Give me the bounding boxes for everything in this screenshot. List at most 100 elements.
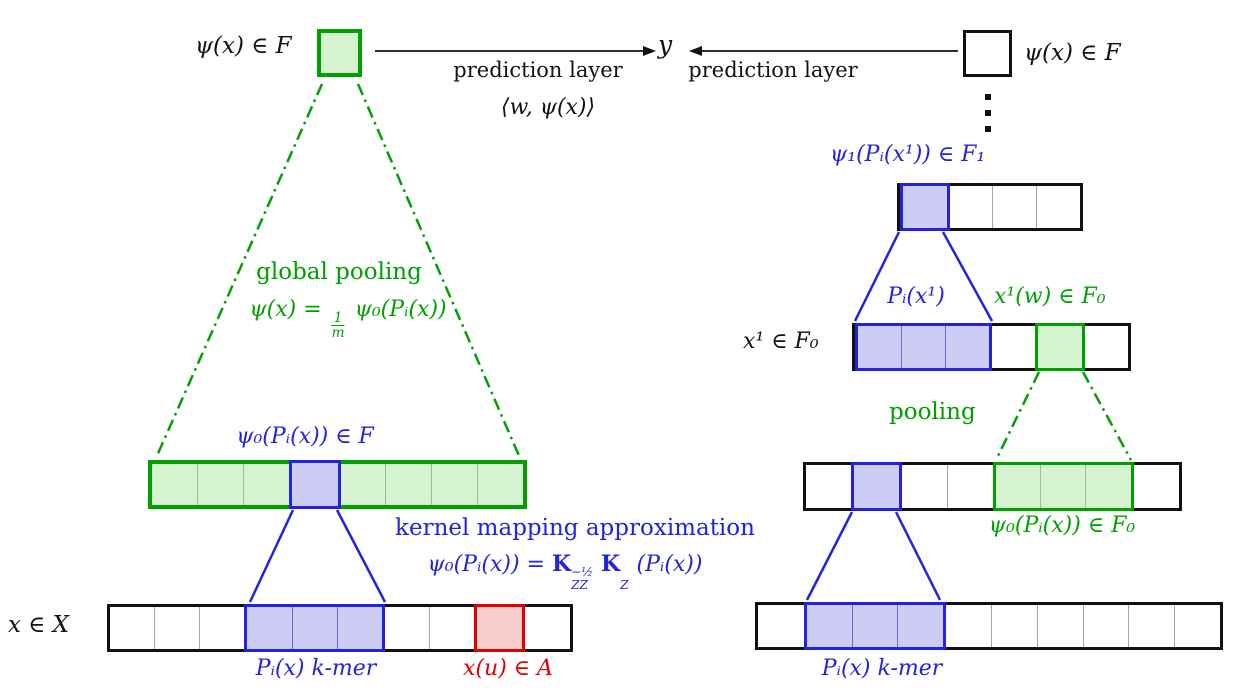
inner-product-formula: ⟨w, ψ(x)⟩	[500, 95, 596, 120]
sequence-cell-white	[946, 605, 991, 647]
cell-section-white	[1134, 465, 1179, 508]
sequence-cell-blue	[292, 463, 338, 506]
pooled-cell-label: x¹(w) ∈ F₀	[994, 284, 1106, 309]
layer0-mapping-line-right	[894, 511, 942, 601]
layer1-mapping-line-right	[941, 231, 994, 322]
sequence-cell-white	[1128, 605, 1174, 647]
sequence-cell-blue	[247, 607, 291, 649]
layer0-mapping-line-left	[805, 511, 854, 601]
cell-section-blue	[900, 183, 950, 231]
left-feature-row	[148, 460, 527, 509]
cell-section-white	[902, 465, 992, 508]
sequence-cell-plain	[431, 464, 477, 505]
sequence-cell-white	[1085, 326, 1129, 368]
cell-section-white	[110, 607, 244, 649]
cell-section-plain	[152, 464, 289, 505]
sequence-cell-blue	[858, 326, 901, 368]
sequence-cell-plain	[385, 464, 431, 505]
sequence-cell-blue	[336, 607, 382, 649]
sequence-cell-blue	[807, 605, 852, 647]
pooling-formula-lhs: ψ(x) =	[249, 297, 322, 322]
kernel-formula-K2: K	[600, 551, 621, 577]
kernel-mapping-line-right	[335, 509, 387, 603]
sequence-cell-white	[950, 186, 993, 228]
sequence-cell-white	[758, 605, 804, 647]
sequence-cell-red	[477, 607, 522, 649]
sequence-cell-blue	[900, 326, 945, 368]
sequence-cell-green	[1039, 465, 1085, 508]
right-output-square	[963, 30, 1012, 77]
cell-section-green	[992, 462, 1134, 511]
sequence-cell-white	[902, 465, 947, 508]
sequence-cell-white	[154, 607, 199, 649]
global-pooling-label: global pooling	[256, 259, 422, 285]
right-layer1-row	[897, 183, 1083, 231]
sequence-cell-white	[806, 465, 851, 508]
cell-section-white	[385, 607, 475, 649]
cell-section-blue	[803, 602, 947, 650]
pooling-label: pooling	[889, 399, 976, 425]
kernel-mapping-line-left	[248, 509, 295, 603]
kernel-formula-rhs: (Pᵢ(x))	[636, 552, 703, 577]
input-sequence-label: x ∈ X	[8, 612, 69, 638]
pooling-line-left	[994, 371, 1041, 461]
sequence-cell-plain	[242, 464, 289, 505]
cell-section-blue	[855, 323, 992, 371]
cell-section-blue	[851, 462, 903, 511]
sequence-cell-plain	[341, 464, 386, 505]
sequence-cell-white	[525, 607, 570, 649]
kernel-formula-K1: K	[551, 551, 572, 577]
cell-section-white	[806, 465, 851, 508]
right-prediction-layer-label: prediction layer	[688, 58, 858, 82]
sequence-cell-white	[199, 607, 244, 649]
sequence-cell-white	[992, 186, 1036, 228]
left-output-label: ψ(x) ∈ F	[195, 33, 292, 59]
left-prediction-layer-label: prediction layer	[453, 58, 623, 82]
sequence-cell-green	[1085, 465, 1130, 508]
left-input-row	[107, 604, 573, 652]
sequence-cell-green	[1038, 326, 1082, 368]
sequence-cell-blue	[854, 465, 899, 508]
layer1-output-label: ψ₁(Pᵢ(x¹)) ∈ F₁	[830, 142, 986, 167]
right-output-label: ψ(x) ∈ F	[1024, 40, 1121, 66]
sequence-cell-green	[996, 465, 1040, 508]
sequence-cell-white	[110, 607, 154, 649]
layer0-output-label: ψ₀(Pᵢ(x)) ∈ F₀	[988, 513, 1136, 538]
sequence-cell-white	[1082, 605, 1129, 647]
pooling-line-right	[1081, 371, 1133, 461]
cell-section-white	[950, 186, 1081, 228]
kernel-approx-label: kernel mapping approximation	[395, 515, 755, 541]
right-input-row	[755, 602, 1223, 650]
right-prediction-arrowhead	[689, 46, 702, 56]
cell-section-plain	[341, 464, 524, 505]
cell-section-blue	[244, 604, 385, 652]
cell-section-white	[992, 326, 1036, 368]
left-output-square	[317, 29, 362, 77]
cell-section-red	[474, 604, 526, 652]
y-label: y	[658, 30, 673, 59]
right-x1-row	[852, 323, 1131, 371]
sequence-cell-blue	[291, 607, 337, 649]
sequence-cell-white	[946, 465, 993, 508]
cell-section-blue	[288, 460, 341, 509]
sequence-cell-plain	[477, 464, 523, 505]
feature-map-label: ψ₀(Pᵢ(x)) ∈ F	[236, 424, 374, 449]
cell-section-white	[525, 607, 570, 649]
layer1-patch-label: Pᵢ(x¹)	[887, 284, 945, 309]
right-layer0-row	[803, 462, 1182, 511]
sequence-cell-white	[991, 605, 1037, 647]
sequence-cell-plain	[152, 464, 197, 505]
left-kmer-label: Pᵢ(x) k-mer	[255, 656, 377, 681]
sequence-cell-white	[1036, 186, 1080, 228]
sequence-cell-plain	[196, 464, 243, 505]
sequence-cell-white	[1036, 605, 1083, 647]
sequence-cell-white	[992, 326, 1036, 368]
x1-map-label: x¹ ∈ F₀	[743, 329, 819, 354]
sequence-cell-blue	[897, 605, 943, 647]
left-prediction-arrowhead	[643, 46, 656, 56]
cell-section-green	[1035, 323, 1085, 371]
cell-section-white	[946, 605, 1220, 647]
